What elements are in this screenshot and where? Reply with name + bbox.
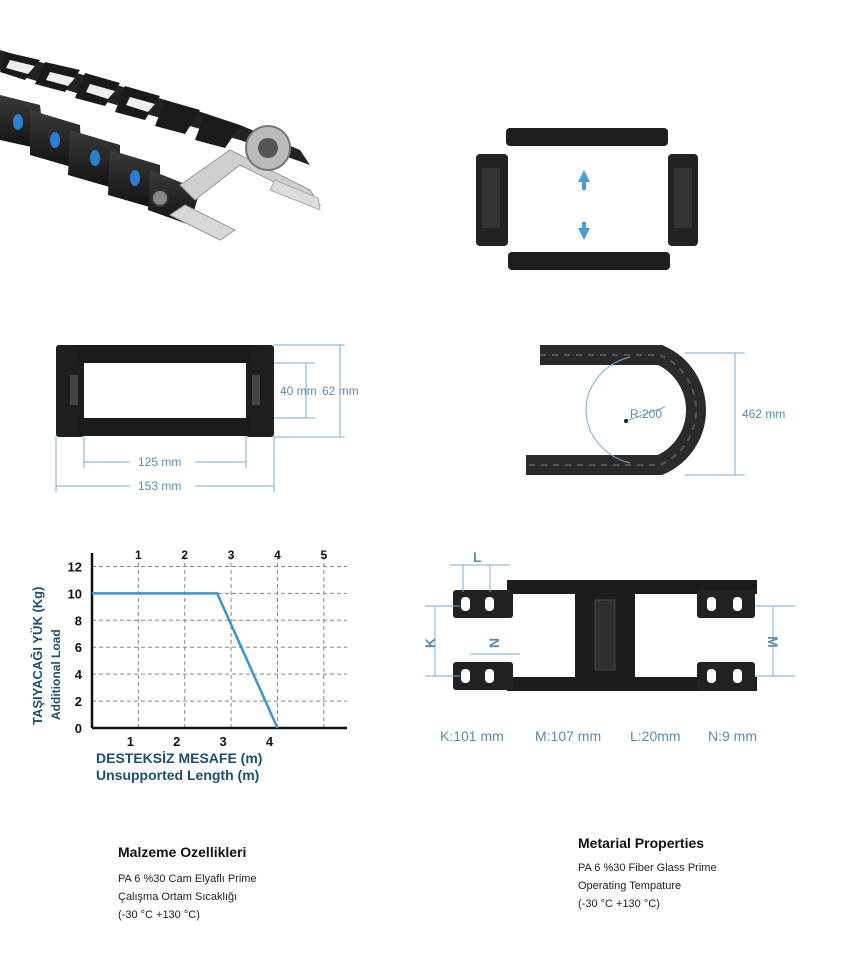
x-tick-top-label: 2 [181,548,188,562]
link-L-label: L [473,549,482,565]
x-tick-label: 2 [173,734,180,749]
material-properties-tr: Malzeme Ozellikleri PA 6 %30 Cam Elyaflı… [118,844,257,924]
open-frame-diagram [476,128,698,270]
y-tick-label: 4 [75,667,83,682]
value-L: L:20mm [630,728,681,744]
y-tick-label: 6 [75,640,82,655]
bend-radius-diagram: R:200 462 mm [526,345,785,476]
x-axis-label-en: Unsupported Length (m) [96,767,259,783]
chain-end-bracket [169,125,322,241]
cable-chain-photo [0,50,322,241]
y-tick-label: 0 [75,721,82,736]
bottom-bar [508,252,670,270]
height-inner-label: 40 mm [280,384,317,398]
properties-tr-title: Malzeme Ozellikleri [118,844,247,860]
link-dimension-diagram: L K N M [422,549,795,691]
chart-axes [90,553,347,730]
x-tick-label: 1 [127,734,134,749]
right-bottom-ear [697,662,755,690]
value-M: M:107 mm [535,728,602,744]
properties-en-line-2: Operating Tempature [578,880,682,892]
load-line [92,592,279,729]
x-tick-top-label: 3 [228,548,235,562]
link-K-label: K [422,638,438,648]
properties-en-line-1: PA 6 %30 Fiber Glass Prime [578,862,717,874]
chain-blue-pins [13,114,140,186]
value-K: K:101 mm [440,728,504,744]
y-tick-label: 8 [75,613,82,628]
x-tick-top-label: 4 [274,548,281,562]
x-tick-label: 3 [219,734,226,749]
properties-tr-line-1: PA 6 %30 Cam Elyaflı Prime [118,873,257,885]
chart-grid [92,553,347,728]
width-outer-label: 153 mm [138,479,181,493]
width-inner-label: 125 mm [138,455,181,469]
value-N: N:9 mm [708,728,757,744]
top-bar [506,128,668,146]
chart-series [92,592,279,729]
properties-tr-line-2: Çalışma Ortam Sıcaklığı [118,891,238,903]
properties-en-title: Metarial Properties [578,835,705,851]
y-axis-label: TAŞIYACAĞI YÜK (Kg) [30,587,45,725]
left-bottom-ear [453,662,513,690]
y-tick-label: 2 [75,694,82,709]
link-N-label: N [486,638,502,648]
x-tick-top-label: 1 [135,548,142,562]
y-tick-label: 10 [68,586,82,601]
cross-section-diagram: 40 mm 62 mm 125 mm 153 mm [55,344,359,493]
frame-top-bar [78,345,250,363]
properties-en-line-3: (-30 °C +130 °C) [578,898,660,910]
x-tick-top-label: 5 [320,548,327,562]
height-outer-label: 62 mm [322,384,359,398]
y-tick-label: 12 [68,559,82,574]
y-axis-label-en: Additional Load [49,629,63,720]
right-top-ear [697,590,755,618]
link-M-label: M [765,636,781,648]
arrow-down-icon [578,222,590,240]
properties-tr-line-3: (-30 °C +130 °C) [118,909,200,921]
left-top-ear [453,590,513,618]
bend-height-label: 462 mm [742,407,785,421]
bend-radius-label: R:200 [630,407,662,421]
x-axis-label: DESTEKSİZ MESAFE (m) [96,750,262,766]
material-properties-en: Metarial Properties PA 6 %30 Fiber Glass… [578,835,717,913]
x-tick-label: 4 [266,734,274,749]
arrow-up-icon [578,170,590,190]
frame-bottom-bar [78,418,250,436]
